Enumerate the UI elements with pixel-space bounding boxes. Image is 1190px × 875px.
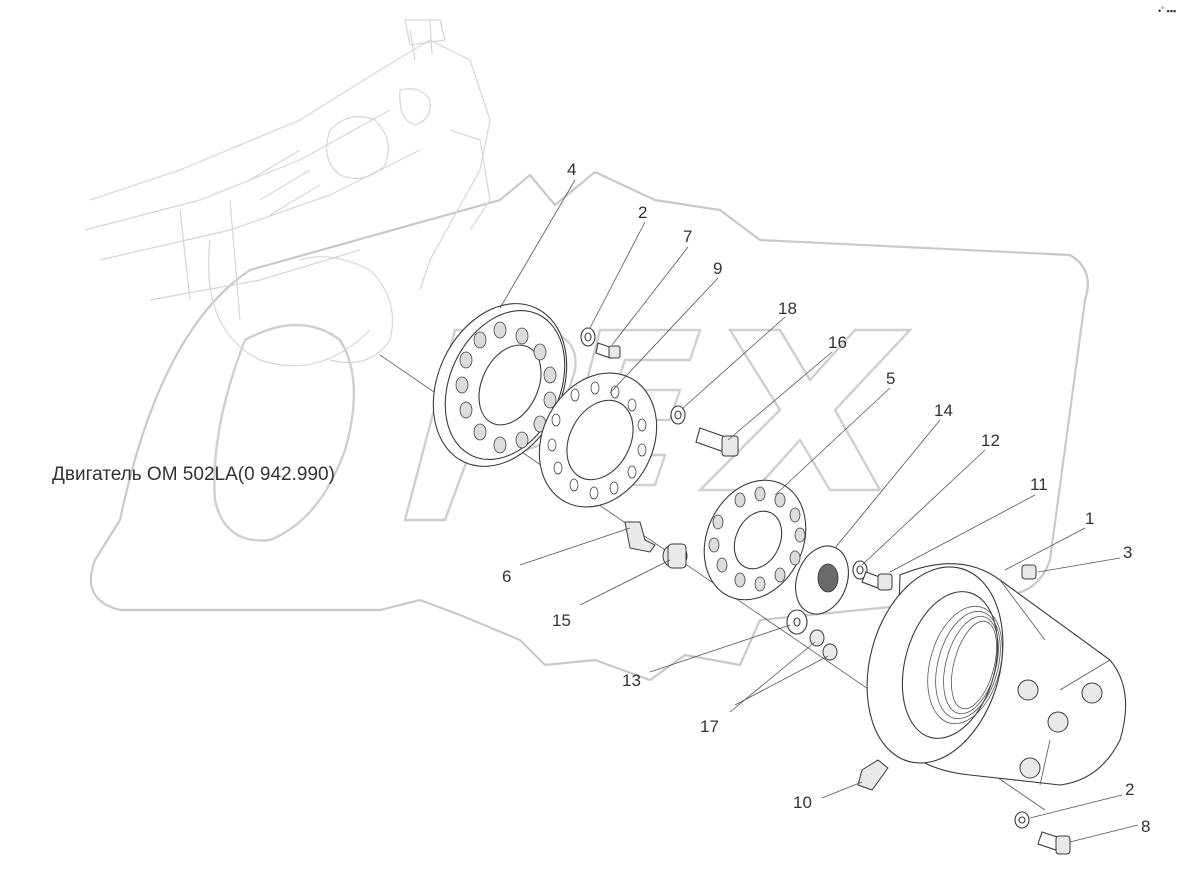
callout-2-bottom: 2 bbox=[1125, 780, 1134, 799]
part-16-bolt bbox=[695, 427, 739, 457]
part-15-spacer bbox=[662, 543, 688, 569]
part-13-washer bbox=[786, 609, 808, 635]
engine-title-label: Двигатель OM 502LA(0 942.990) bbox=[52, 464, 335, 485]
callout-2-top: 2 bbox=[638, 203, 647, 222]
part-11-bolt bbox=[861, 571, 893, 591]
part-17-nuts bbox=[809, 629, 838, 661]
part-12-washer bbox=[852, 560, 868, 580]
part-7-bolt bbox=[595, 342, 621, 359]
callout-leader-lines bbox=[499, 179, 1139, 843]
callout-10: 10 bbox=[793, 793, 812, 812]
callout-3: 3 bbox=[1123, 543, 1132, 562]
engine-background-sketch bbox=[84, 19, 491, 367]
callout-labels: 4 2 7 9 18 16 5 14 12 11 1 3 6 15 13 17 … bbox=[502, 160, 1150, 836]
callout-14: 14 bbox=[934, 401, 953, 420]
part-9-gasket-ring bbox=[538, 372, 658, 508]
part-8-bolt bbox=[1037, 831, 1071, 855]
callout-12: 12 bbox=[981, 431, 1000, 450]
callout-17: 17 bbox=[700, 717, 719, 736]
part-14-hub bbox=[795, 545, 849, 615]
part-5-coupling-disc bbox=[703, 479, 807, 601]
callout-16: 16 bbox=[828, 333, 847, 352]
callout-6: 6 bbox=[502, 567, 511, 586]
callout-5: 5 bbox=[886, 369, 895, 388]
callout-9: 9 bbox=[713, 259, 722, 278]
callout-8: 8 bbox=[1141, 817, 1150, 836]
callout-18: 18 bbox=[778, 299, 797, 318]
part-2-washer-bottom bbox=[1014, 811, 1030, 829]
callout-11: 11 bbox=[1030, 475, 1048, 494]
callout-7: 7 bbox=[683, 227, 692, 246]
callout-4: 4 bbox=[567, 160, 576, 179]
part-3-bolt bbox=[1021, 564, 1037, 580]
part-1-housing-assembly bbox=[866, 563, 1127, 786]
part-6-stud bbox=[624, 521, 656, 553]
callout-15: 15 bbox=[552, 611, 571, 630]
part-2-washer-top bbox=[580, 327, 596, 347]
part-10-pin bbox=[857, 759, 889, 791]
callout-13: 13 bbox=[622, 671, 641, 690]
callout-1: 1 bbox=[1085, 509, 1094, 528]
corner-mark: •˚ ▪▪▪ bbox=[1158, 6, 1176, 16]
part-18-washer bbox=[670, 405, 686, 425]
